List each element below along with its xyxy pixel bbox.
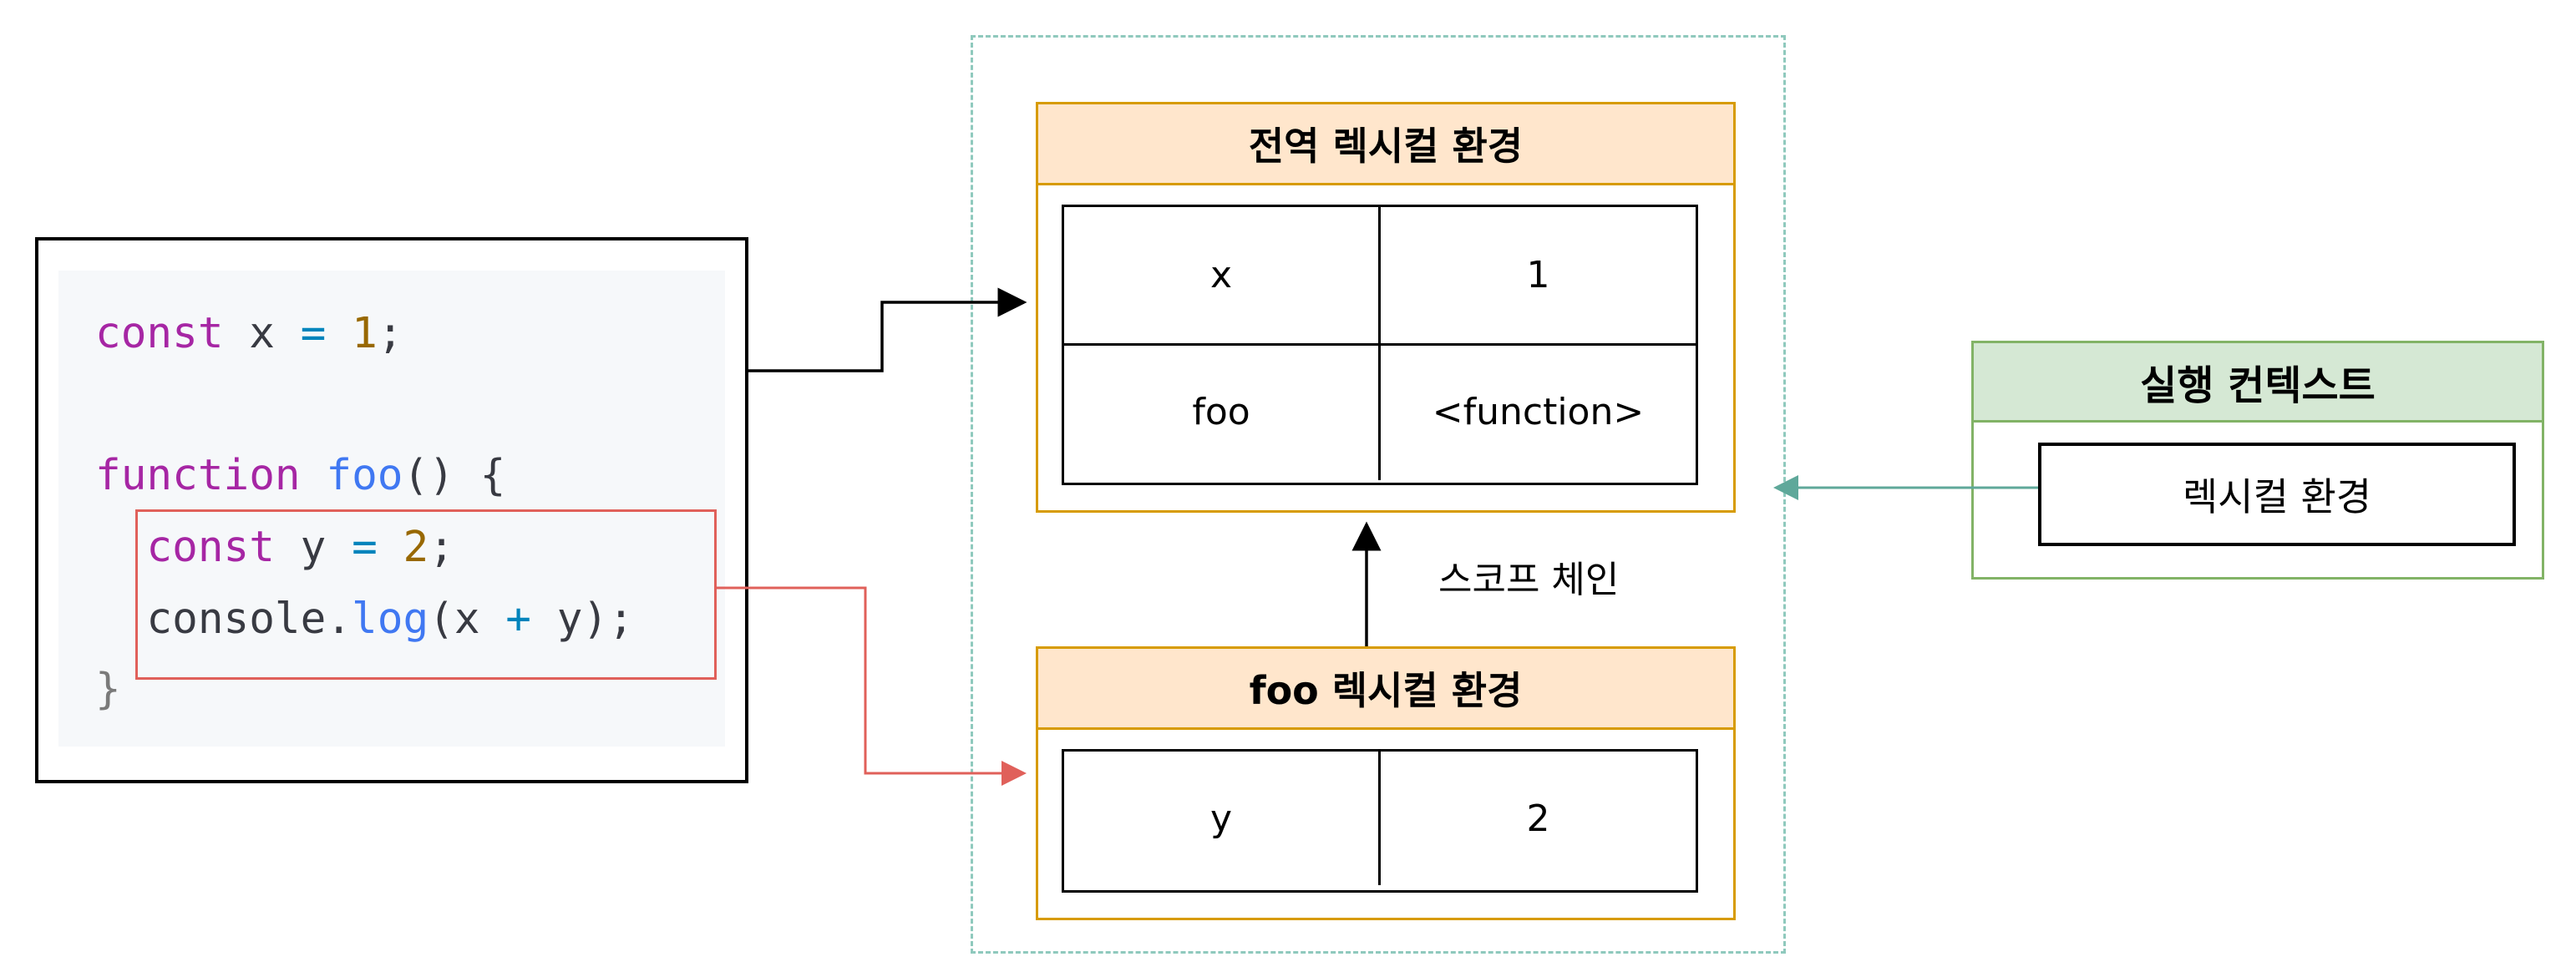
- code-token: x: [223, 309, 301, 358]
- code-token: const: [95, 309, 224, 358]
- code-token: y);: [531, 595, 634, 644]
- scope-chain-label: 스코프 체인: [1438, 559, 1620, 601]
- code-token: 1: [352, 309, 378, 358]
- foo-body-highlight: [135, 509, 717, 680]
- code-token: +: [505, 595, 532, 644]
- code-token: [326, 309, 352, 358]
- record-key: x: [1064, 207, 1381, 343]
- code-token: [378, 523, 403, 572]
- code-line: console.log(x + y);: [95, 595, 634, 645]
- code-line: function foo() {: [95, 451, 505, 501]
- record-value: 1: [1526, 254, 1550, 296]
- code-token: console.: [95, 595, 352, 644]
- code-block: [58, 271, 725, 747]
- record-key: y: [1064, 752, 1381, 885]
- code-line: }: [95, 665, 121, 715]
- record-key: foo: [1064, 343, 1381, 480]
- foo-lexical-environment: foo 렉시컬 환경 y 2: [1036, 646, 1736, 920]
- code-token: log: [352, 595, 429, 644]
- code-line: const x = 1;: [95, 309, 403, 359]
- code-token: [95, 523, 146, 572]
- record-row: y 2: [1064, 752, 1696, 885]
- foo-env-record: y 2: [1062, 749, 1698, 893]
- code-token: }: [95, 665, 121, 714]
- global-lexical-environment: 전역 렉시컬 환경 x 1 foo <function>: [1036, 102, 1736, 513]
- global-env-title: 전역 렉시컬 환경: [1038, 104, 1733, 185]
- code-to-global-env-arrow: [748, 287, 1027, 372]
- code-token: () {: [403, 451, 506, 500]
- foo-env-title: foo 렉시컬 환경: [1038, 649, 1733, 730]
- code-token: ;: [377, 309, 403, 358]
- code-token: =: [300, 309, 327, 358]
- code-line: const y = 2;: [95, 523, 454, 573]
- code-token: =: [352, 523, 378, 572]
- code-token: const: [146, 523, 275, 572]
- record-value: <function>: [1432, 390, 1645, 433]
- code-token: [301, 451, 327, 500]
- code-token: ;: [428, 523, 454, 572]
- code-token: (x: [428, 595, 506, 644]
- global-env-record: x 1 foo <function>: [1062, 205, 1698, 485]
- record-value: 2: [1526, 797, 1550, 840]
- lexical-environment-field: 렉시컬 환경: [2038, 443, 2516, 546]
- code-to-foo-env-arrow: [717, 586, 1027, 786]
- code-token: foo: [326, 451, 403, 500]
- code-token: 2: [403, 523, 429, 572]
- execution-context-title: 실행 컨텍스트: [1974, 343, 2542, 423]
- record-row: foo <function>: [1064, 343, 1696, 480]
- code-token: y: [274, 523, 352, 572]
- code-token: function: [95, 451, 301, 500]
